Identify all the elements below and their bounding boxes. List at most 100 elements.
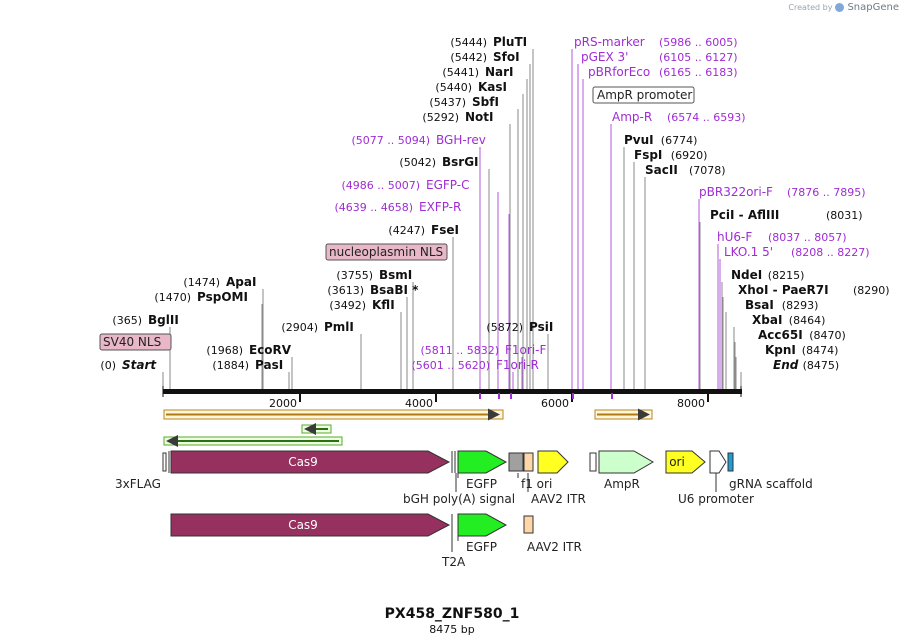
plasmid-name: PX458_ZNF580_1	[385, 606, 520, 622]
site-name[interactable]: PsiI	[529, 320, 553, 334]
site-position: (365)	[112, 314, 142, 327]
site-name[interactable]: FspI	[634, 148, 662, 162]
primer-name[interactable]: F1ori-R	[496, 358, 539, 372]
primer-name[interactable]: EXFP-R	[419, 200, 461, 214]
aav2-itr-label: AAV2 ITR	[531, 492, 586, 506]
snapgene-logo-icon	[835, 3, 845, 12]
primer-name[interactable]: Amp-R	[612, 110, 652, 124]
aav2-itr-feature[interactable]	[523, 452, 534, 472]
primer-name[interactable]: pBRforEco	[588, 65, 650, 79]
primer-name[interactable]: BGH-rev	[436, 133, 486, 147]
sequence-backbone	[162, 386, 742, 397]
nucleoplasmin-nls-box[interactable]: nucleoplasmin NLS	[325, 243, 448, 261]
primer-range: (6574 .. 6593)	[667, 111, 746, 124]
primer-name[interactable]: EGFP-C	[426, 178, 469, 192]
primer-name[interactable]: pBR322ori-F	[699, 185, 773, 199]
site-name[interactable]: NdeI	[731, 268, 762, 282]
primer-range: (6165 .. 6183)	[659, 66, 738, 79]
site-name[interactable]: EcoRV	[249, 343, 292, 357]
primer-range: (5811 .. 5832)	[420, 344, 499, 357]
f1-ori-label: f1 ori	[521, 477, 552, 491]
site-name[interactable]: PmlI	[324, 320, 354, 334]
site-position: (3755)	[336, 269, 373, 282]
site-position: (5442)	[450, 51, 487, 64]
site-name[interactable]: KpnI	[765, 343, 796, 357]
site-name[interactable]: SfoI	[493, 50, 520, 64]
cas9-label: Cas9	[288, 455, 318, 469]
orf-reverse-small[interactable]	[301, 423, 332, 435]
site-name[interactable]: PluTI	[493, 35, 527, 49]
feature-track: 3xFLAG Cas9 EGFP bGH poly(A) signal AAV2…	[115, 450, 813, 506]
site-name[interactable]: Acc65I	[758, 328, 803, 342]
ruler-label-8000: 8000	[677, 397, 705, 410]
site-position: (5441)	[442, 66, 479, 79]
site-name[interactable]: ApaI	[226, 275, 256, 289]
cas9-translation[interactable]	[170, 513, 451, 537]
primer-name[interactable]: pRS-marker	[574, 35, 645, 49]
site-position: (5292)	[422, 111, 459, 124]
site-name[interactable]: NotI	[465, 110, 494, 124]
aav2-itr-translation[interactable]	[523, 515, 534, 534]
site-position: (8293)	[782, 299, 819, 312]
ruler-tick-2000	[299, 394, 301, 402]
ampr-feature[interactable]	[598, 450, 654, 474]
primer-name[interactable]: F1ori-F	[505, 343, 546, 357]
site-position: (1968)	[206, 344, 243, 357]
site-name[interactable]: Start	[122, 358, 157, 372]
f1-ori-feature[interactable]	[537, 450, 569, 474]
site-position: (5440)	[435, 81, 472, 94]
site-name[interactable]: SbfI	[472, 95, 499, 109]
orf-forward-short[interactable]	[594, 408, 653, 421]
site-name[interactable]: PciI - AflIII	[710, 208, 779, 222]
site-name[interactable]: PspOMI	[197, 290, 248, 304]
ruler: 2000 4000 6000 8000	[269, 394, 709, 410]
site-name[interactable]: BsaI	[745, 298, 774, 312]
plasmid-length: 8475 bp	[429, 623, 474, 636]
translation-track: Cas9 T2A EGFP AAV2 ITR	[170, 513, 582, 569]
three-x-flag-feature[interactable]	[162, 452, 167, 472]
primer-name[interactable]: pGEX 3'	[581, 50, 628, 64]
site-name[interactable]: KflI	[372, 298, 395, 312]
ori-feature[interactable]	[665, 450, 706, 474]
site-name[interactable]: XbaI	[752, 313, 782, 327]
primers: (5986 .. 6005)pRS-marker(6105 .. 6127)pG…	[334, 35, 869, 372]
sv40-nls-box[interactable]: SV40 NLS	[99, 333, 172, 351]
site-name[interactable]: KasI	[478, 80, 507, 94]
bgh-polya-feature[interactable]	[508, 452, 524, 472]
site-name[interactable]: BsmI	[379, 268, 412, 282]
site-position: (1474)	[183, 276, 220, 289]
cas9-feature[interactable]	[170, 450, 451, 474]
site-position: (2904)	[281, 321, 318, 334]
primer-range: (4639 .. 4658)	[334, 201, 413, 214]
site-name[interactable]: NarI	[485, 65, 514, 79]
egfp-translation-label: EGFP	[466, 540, 497, 554]
ampr-promoter-box[interactable]: AmpR promoter	[592, 86, 695, 104]
site-name[interactable]: XhoI - PaeR7I	[738, 283, 829, 297]
primer-name[interactable]: LKO.1 5'	[724, 245, 773, 259]
site-name[interactable]: BsaBI *	[370, 283, 419, 297]
aav2-itr-translation-label: AAV2 ITR	[527, 540, 582, 554]
site-position: (6920)	[671, 149, 708, 162]
u6-promoter-feature[interactable]	[709, 450, 727, 474]
ampr-promoter-feature[interactable]	[589, 452, 597, 472]
egfp-translation[interactable]	[457, 513, 508, 537]
orf-reverse-long[interactable]	[163, 435, 343, 447]
site-position: (5872)	[486, 321, 523, 334]
site-name[interactable]: PvuI	[624, 133, 654, 147]
site-name[interactable]: PasI	[255, 358, 283, 372]
site-name[interactable]: BglII	[148, 313, 179, 327]
site-name[interactable]: BsrGI	[442, 155, 479, 169]
site-position: (8464)	[789, 314, 826, 327]
egfp-feature[interactable]	[457, 450, 508, 474]
site-name[interactable]: FseI	[431, 223, 459, 237]
primer-name[interactable]: hU6-F	[717, 230, 752, 244]
orf-forward-long[interactable]	[163, 408, 504, 421]
grna-scaffold-feature[interactable]	[727, 452, 734, 472]
site-position: (5437)	[429, 96, 466, 109]
restriction-sites: (5444)PluTI(5442)SfoI(5441)NarI(5440)Kas…	[100, 35, 889, 372]
site-position: (6774)	[661, 134, 698, 147]
site-name[interactable]: End	[773, 358, 799, 372]
site-name[interactable]: SacII	[645, 163, 678, 177]
cas9-translation-label: Cas9	[288, 518, 318, 532]
